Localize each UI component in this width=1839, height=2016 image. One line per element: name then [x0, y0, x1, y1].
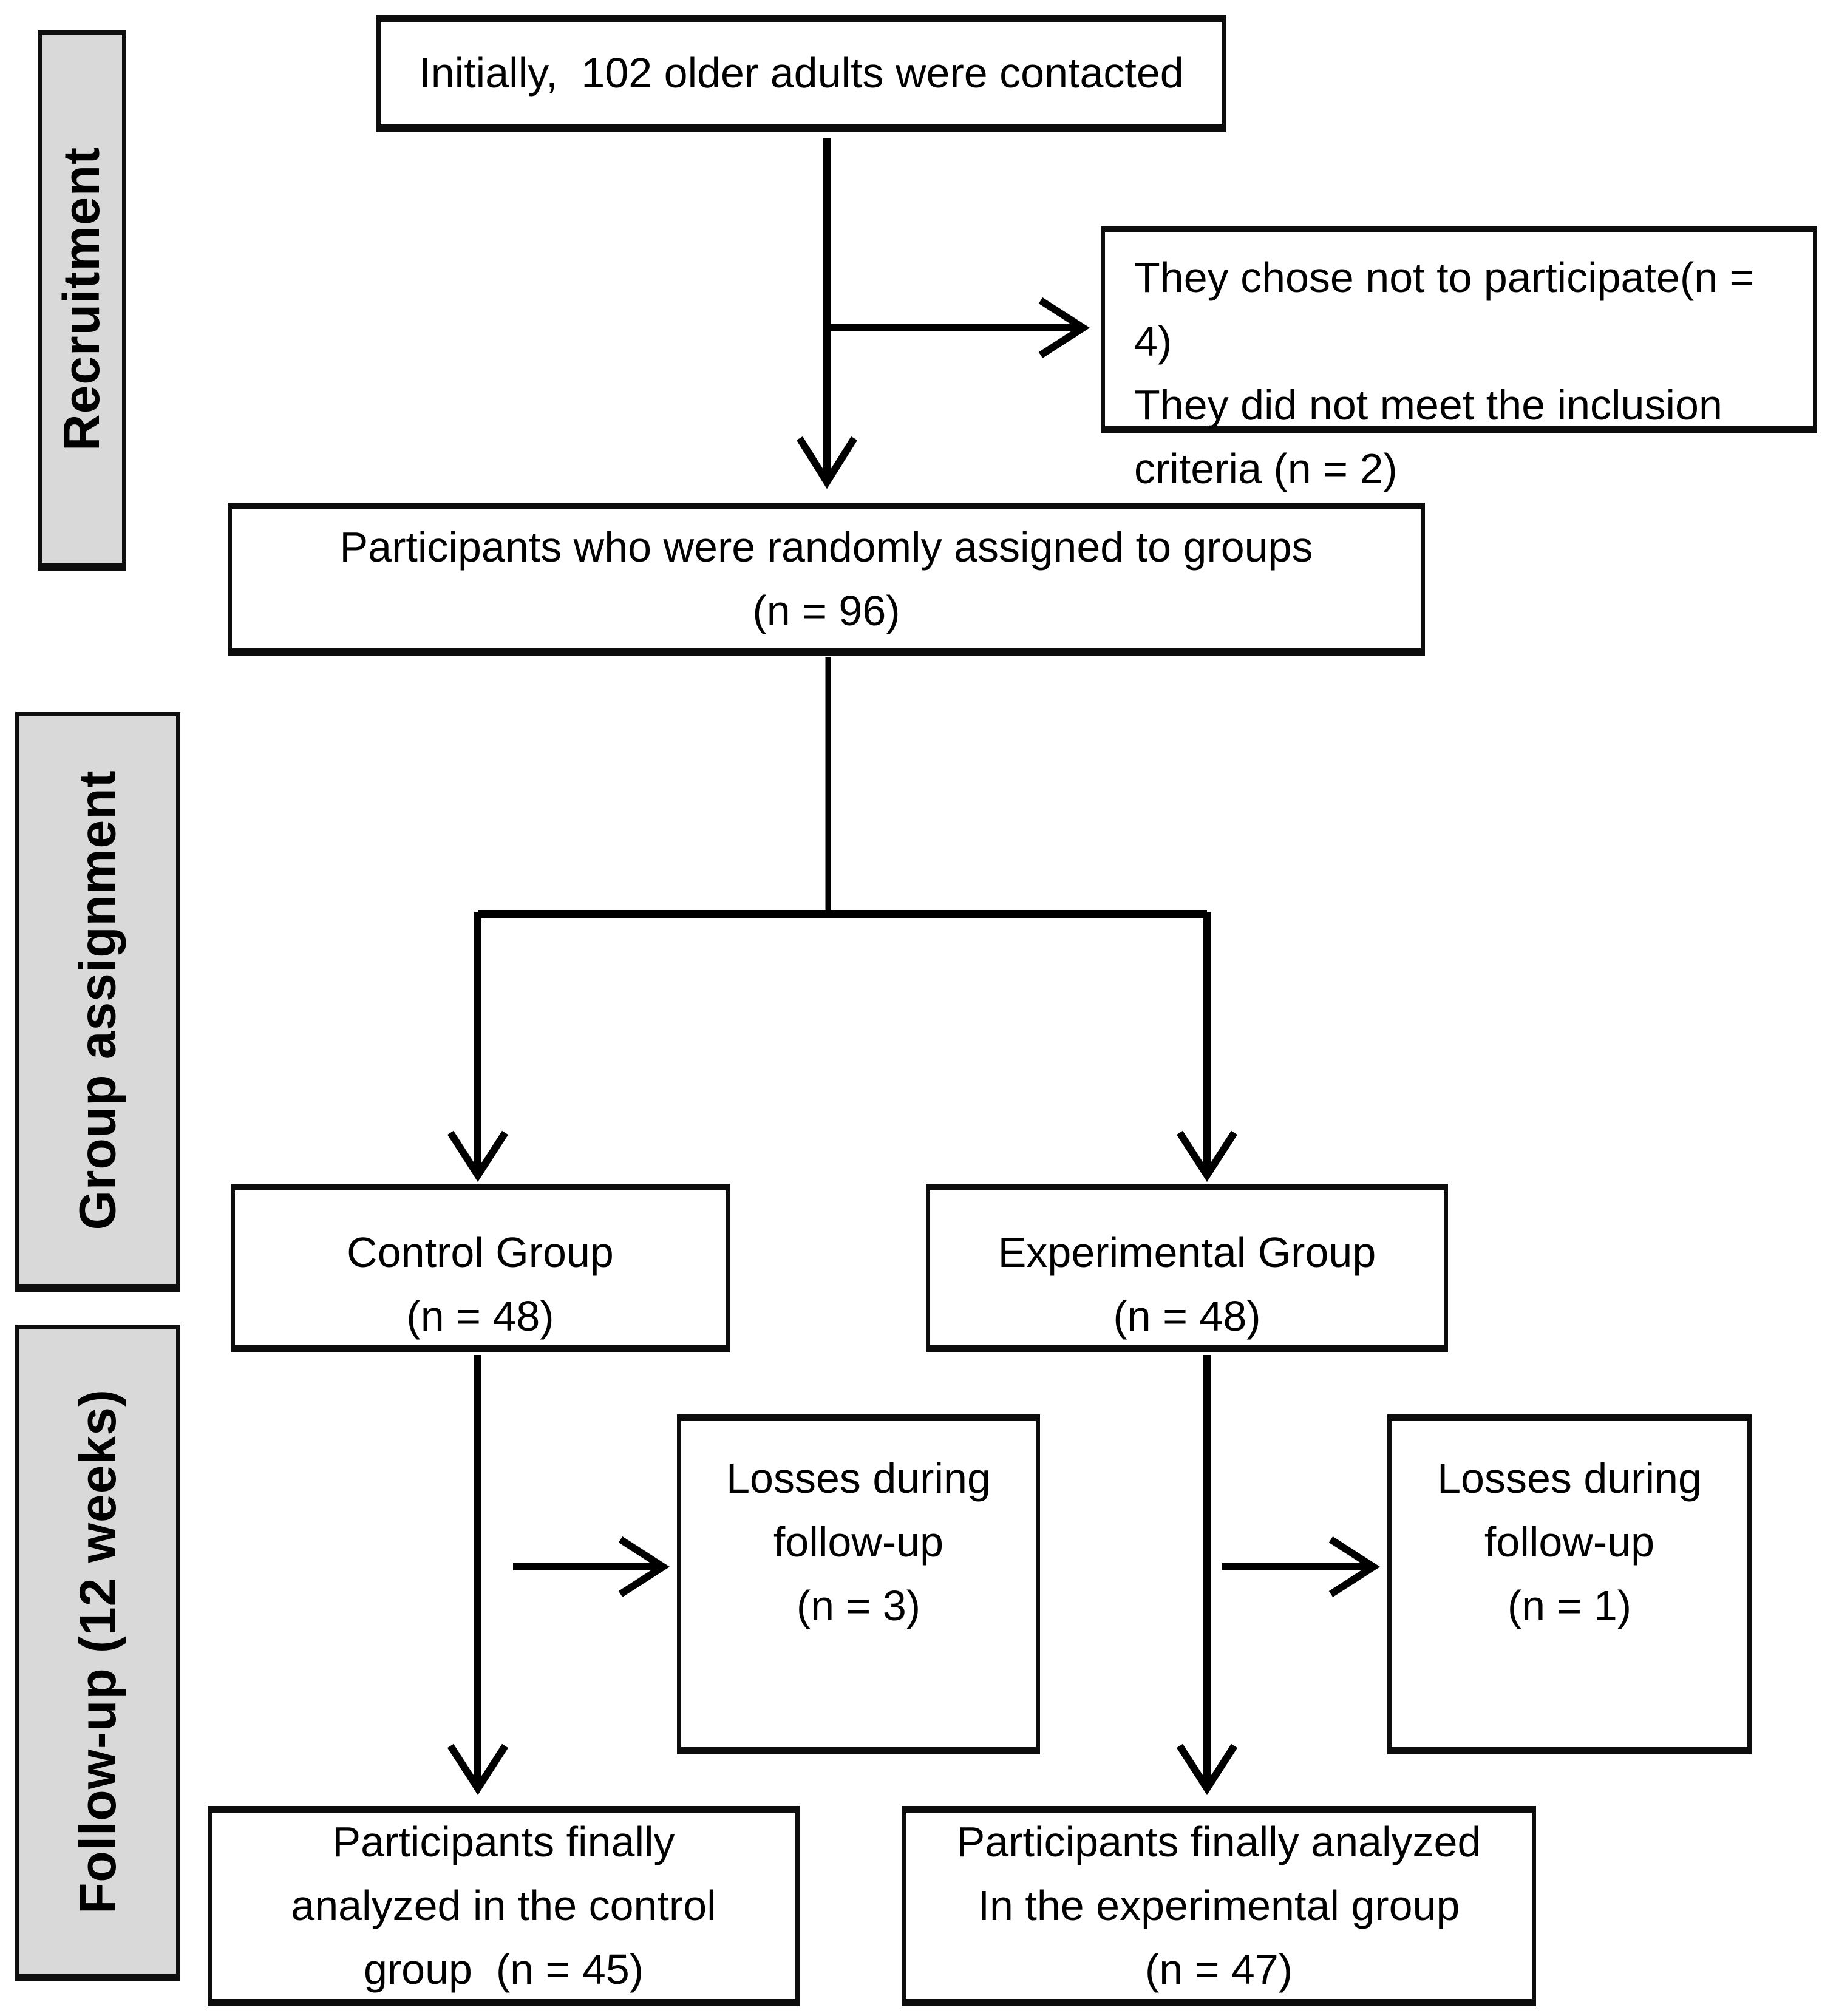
- box-final-experimental-line-2: In the experimental group: [977, 1882, 1460, 1929]
- arrow-contacted-to-randomized: [796, 138, 858, 489]
- arrow-experimental-to-final: [1176, 1355, 1238, 1796]
- box-final-experimental-line-3: (n = 47): [1144, 1946, 1293, 1993]
- stage-label-follow-up: Follow-up (12 weeks): [15, 1325, 180, 1981]
- stage-label-recruitment: Recruitment: [38, 30, 126, 571]
- box-experimental-group-count: (n = 48): [1113, 1292, 1261, 1340]
- box-final-experimental: Participants finally analyzed In the exp…: [902, 1806, 1536, 2006]
- box-final-control-line-2: analyzed in the control: [291, 1882, 716, 1929]
- box-experimental-group: Experimental Group (n = 48): [926, 1184, 1448, 1352]
- stage-label-group-assignment-text: Group assignment: [69, 770, 126, 1230]
- box-excluded: They chose not to participate(n = 4) The…: [1101, 226, 1817, 492]
- box-excluded-line-1: They chose not to participate(n = 4): [1134, 254, 1766, 365]
- box-losses-control-count: (n = 3): [796, 1582, 921, 1629]
- box-control-group-title: Control Group: [347, 1229, 614, 1276]
- box-experimental-group-title: Experimental Group: [998, 1229, 1376, 1276]
- stage-label-follow-up-text: Follow-up (12 weeks): [69, 1388, 126, 1914]
- arrow-to-excluded: [827, 297, 1090, 359]
- box-initially-contacted: Initially, 102 older adults were contact…: [376, 15, 1226, 132]
- box-losses-experimental-count: (n = 1): [1507, 1582, 1632, 1629]
- box-final-control-line-1: Participants finally: [332, 1818, 675, 1865]
- box-excluded-line-2: They did not meet the inclusion: [1134, 381, 1722, 429]
- box-final-control-line-3: group (n = 45): [363, 1946, 644, 1993]
- box-excluded-line-3: criteria (n = 2): [1134, 445, 1398, 492]
- box-losses-experimental: Losses during follow-up (n = 1): [1387, 1414, 1752, 1754]
- box-initially-contacted-text: Initially, 102 older adults were contact…: [419, 49, 1184, 97]
- box-randomized: Participants who were randomly assigned …: [228, 503, 1425, 656]
- box-losses-experimental-line-1: Losses during: [1437, 1454, 1702, 1502]
- box-randomized-line-1: Participants who were randomly assigned …: [339, 523, 1313, 571]
- box-final-control: Participants finally analyzed in the con…: [208, 1806, 800, 2006]
- arrow-split-to-control: [447, 912, 509, 1183]
- box-losses-control: Losses during follow-up (n = 3): [677, 1414, 1040, 1754]
- stage-label-recruitment-text: Recruitment: [53, 146, 110, 451]
- stage-label-group-assignment: Group assignment: [15, 712, 180, 1292]
- arrow-control-to-final: [447, 1355, 509, 1796]
- box-losses-control-line-2: follow-up: [773, 1518, 944, 1566]
- box-randomized-count: (n = 96): [752, 586, 900, 634]
- box-losses-experimental-line-2: follow-up: [1484, 1518, 1655, 1566]
- arrow-split-to-experimental: [1176, 912, 1238, 1183]
- box-losses-control-line-1: Losses during: [726, 1454, 991, 1502]
- box-control-group: Control Group (n = 48): [231, 1184, 730, 1352]
- arrow-to-losses-control: [513, 1536, 670, 1598]
- arrow-to-losses-experimental: [1222, 1536, 1381, 1598]
- box-control-group-count: (n = 48): [406, 1292, 554, 1340]
- box-final-experimental-line-1: Participants finally analyzed: [956, 1818, 1481, 1865]
